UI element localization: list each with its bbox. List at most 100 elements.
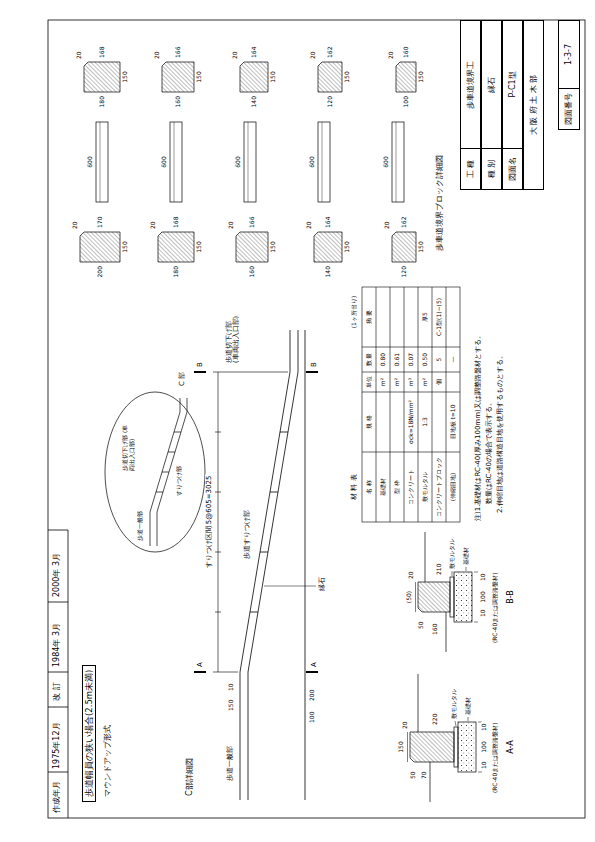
drawing-label: 100 <box>403 95 410 108</box>
drawing-label: 20 <box>408 570 415 580</box>
drawing-label: 150 <box>398 740 405 753</box>
drawing-label: 10 <box>480 572 487 582</box>
drawing-label: 目地板 t=10 <box>450 404 457 441</box>
border <box>48 20 585 818</box>
drawing-label: m³ <box>408 377 415 387</box>
drawing-label: 150 <box>196 70 203 83</box>
block-details <box>80 62 416 262</box>
drawing-label: 敷モルタル <box>422 471 429 503</box>
material-table-grid <box>362 287 460 522</box>
curb-line <box>157 398 187 546</box>
drawing-label: 150 <box>122 70 129 83</box>
drawing-label: 歩道すりつけ部 <box>243 509 251 560</box>
section-marks <box>194 372 318 672</box>
drawing-label: 180 <box>173 265 180 278</box>
drawing-label: (伸縮目地) <box>450 472 457 503</box>
title-box: 歩道幅員の狭い場合(2.5m未満) <box>82 665 96 802</box>
drawing-label: 160 <box>175 95 182 108</box>
drawing-label: 100 <box>309 711 316 724</box>
drawing-label: 200 <box>309 689 316 702</box>
drawing-label: 数 量 <box>366 352 373 368</box>
drawing-label: B <box>196 361 204 368</box>
drawing-label: 168 <box>99 46 106 59</box>
drawing-label: 20 <box>150 220 157 230</box>
drawing-label: 150 <box>270 70 277 83</box>
drawing-label: 180 <box>99 95 106 108</box>
drawing-label: 基礎材 <box>380 477 387 497</box>
block-section <box>318 62 342 92</box>
drawing-label: 注)1.基礎材はRC-40(厚み100mm)又は調整路盤材とする。 <box>474 331 482 522</box>
drawing-label: 150 <box>418 70 425 83</box>
dimension-line <box>213 372 288 672</box>
drawing-label: 名 称 <box>366 479 373 495</box>
drawing-label: A <box>196 661 204 668</box>
section-a <box>408 674 483 802</box>
drawing-label: 600 <box>235 155 242 168</box>
drawing-label: 166 <box>175 46 182 59</box>
drawing-label: 150 <box>270 240 277 253</box>
title-block-cell: 種 別縁石 <box>481 20 502 190</box>
field-name: 工 種 <box>461 149 480 189</box>
drawing-label: 164 <box>251 46 258 59</box>
drawing-label: 600 <box>309 155 316 168</box>
drawing-label: 168 <box>173 216 180 229</box>
elevation <box>194 330 318 800</box>
drawing-label: 敷モルタル <box>449 538 456 570</box>
dimension-line <box>416 572 479 622</box>
drawing-label: 10 <box>481 722 488 732</box>
drawing-label: 20 <box>76 50 83 60</box>
title-block-cell: 図面番号1-3-7 <box>558 20 580 130</box>
block-section <box>240 62 268 92</box>
drawing-label: A-A <box>506 739 515 754</box>
block-section <box>236 232 268 262</box>
chamfer-line <box>174 122 175 202</box>
detail-c <box>105 392 205 552</box>
drawing-label: 1984年 3月 <box>52 622 61 668</box>
curb-block <box>410 732 454 762</box>
sheet-frame <box>48 20 585 818</box>
drawing-label: 120 <box>327 95 334 108</box>
drawing-label: 数量はRC-40の場合で表示する。 <box>485 398 493 505</box>
drawing-label: 2.伸縮目地は道路構造目地を使用するものとする。 <box>496 351 504 514</box>
drawing-label: 164 <box>325 216 332 229</box>
table-rules <box>362 287 460 522</box>
leader-line <box>264 586 316 587</box>
title-block-cell: 工 種歩車道境界工 <box>460 20 481 190</box>
drawing-label: 20 <box>388 50 395 60</box>
drawing-label: 50 <box>418 620 425 630</box>
section-b <box>416 532 479 652</box>
block-section <box>396 62 416 92</box>
block-section <box>158 232 194 262</box>
drawing-label: 10 <box>228 682 235 692</box>
drawing-label: σck=18N/mm² <box>408 399 415 445</box>
drawing-label: 162 <box>401 216 408 229</box>
field-value: 1-3-7 <box>559 21 579 89</box>
drawing-label: A <box>310 661 318 668</box>
detail-outline <box>105 392 205 552</box>
drawing-label: (RC-40または調整路盤材) <box>492 721 499 794</box>
chamfer-line <box>322 122 323 202</box>
drawing-label: 縁石 <box>318 576 326 592</box>
sidewalk-surface <box>240 330 290 800</box>
drawing-label: 1975年12月 <box>52 721 61 770</box>
drawing-label: コンクリートブロック <box>436 456 443 518</box>
field-value: 歩道幅員の狭い場合(2.5m未満) <box>83 666 95 801</box>
drawing-label: 改 訂 <box>52 681 61 702</box>
field-name: 図面番号 <box>559 89 579 129</box>
block-elevation <box>318 122 330 202</box>
drawing-label: 150 <box>344 70 351 83</box>
drawing-label: B <box>310 361 318 368</box>
drawing-label: (50) <box>406 590 413 604</box>
drawing-label: 20 <box>154 50 161 60</box>
drawing-label: 140 <box>325 265 332 278</box>
block-section <box>80 232 120 262</box>
drawing-label: 歩道一般部 <box>137 510 144 542</box>
drawing-label: 100 <box>481 740 488 753</box>
drawing-label: — <box>450 356 457 364</box>
mortar-bed <box>454 727 458 767</box>
drawing-label: 敷モルタル <box>451 688 458 720</box>
drawing-label: 160 <box>432 623 439 636</box>
drawing-label: 単位 <box>366 375 373 389</box>
drawing-label: C-1型(1)~(5) <box>436 297 443 337</box>
